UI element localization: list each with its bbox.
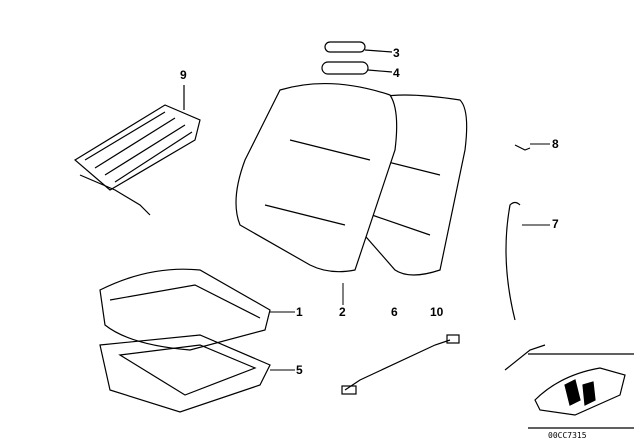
heating-mat-part	[73, 85, 201, 216]
seat-cushion-part	[99, 268, 271, 351]
backrest-front-part	[235, 82, 398, 273]
car-thumbnail	[528, 353, 634, 429]
diagram-code: 00CC7315	[548, 431, 587, 440]
wire-parts	[341, 144, 546, 395]
callout-1: 1	[296, 305, 303, 319]
callout-7: 7	[552, 217, 559, 231]
pads-part	[321, 41, 393, 75]
callout-3: 3	[393, 46, 400, 60]
callout-5: 5	[296, 363, 303, 377]
leader-lines	[270, 143, 550, 371]
seat-base-part	[99, 334, 271, 413]
callout-4: 4	[393, 66, 400, 80]
callout-10: 10	[430, 305, 444, 319]
callout-8: 8	[552, 137, 559, 151]
callout-6: 6	[391, 305, 398, 319]
callout-9: 9	[180, 68, 187, 82]
callout-2: 2	[339, 305, 346, 319]
